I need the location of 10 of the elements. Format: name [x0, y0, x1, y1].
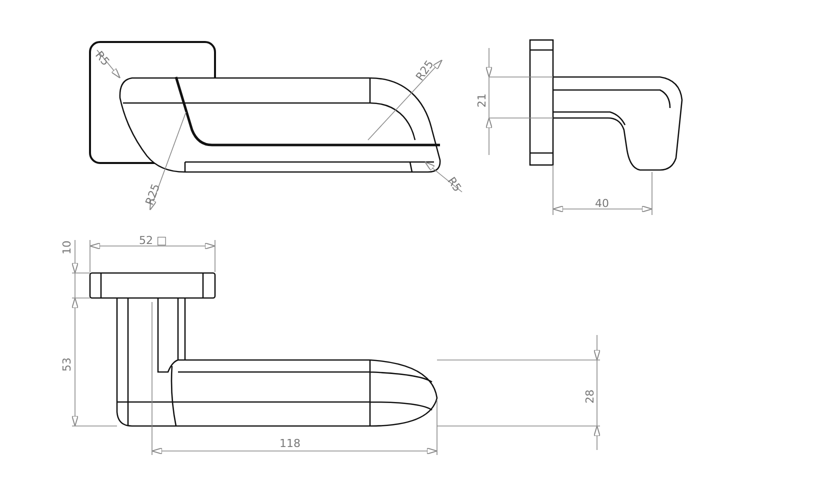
dimension-label: R5 — [445, 174, 463, 194]
dimension-label: 52 □ — [139, 234, 167, 246]
dimension-label: 10 — [62, 240, 72, 254]
dimension-label: R5 — [92, 48, 111, 68]
dimension-label: R25 — [144, 182, 162, 206]
dimension-label: 28 — [584, 389, 596, 403]
dimension-label: 53 — [62, 357, 72, 371]
dimension-label: 21 — [476, 93, 488, 107]
dimension-label: 40 — [595, 198, 609, 208]
dimension-label: 118 — [280, 438, 300, 448]
